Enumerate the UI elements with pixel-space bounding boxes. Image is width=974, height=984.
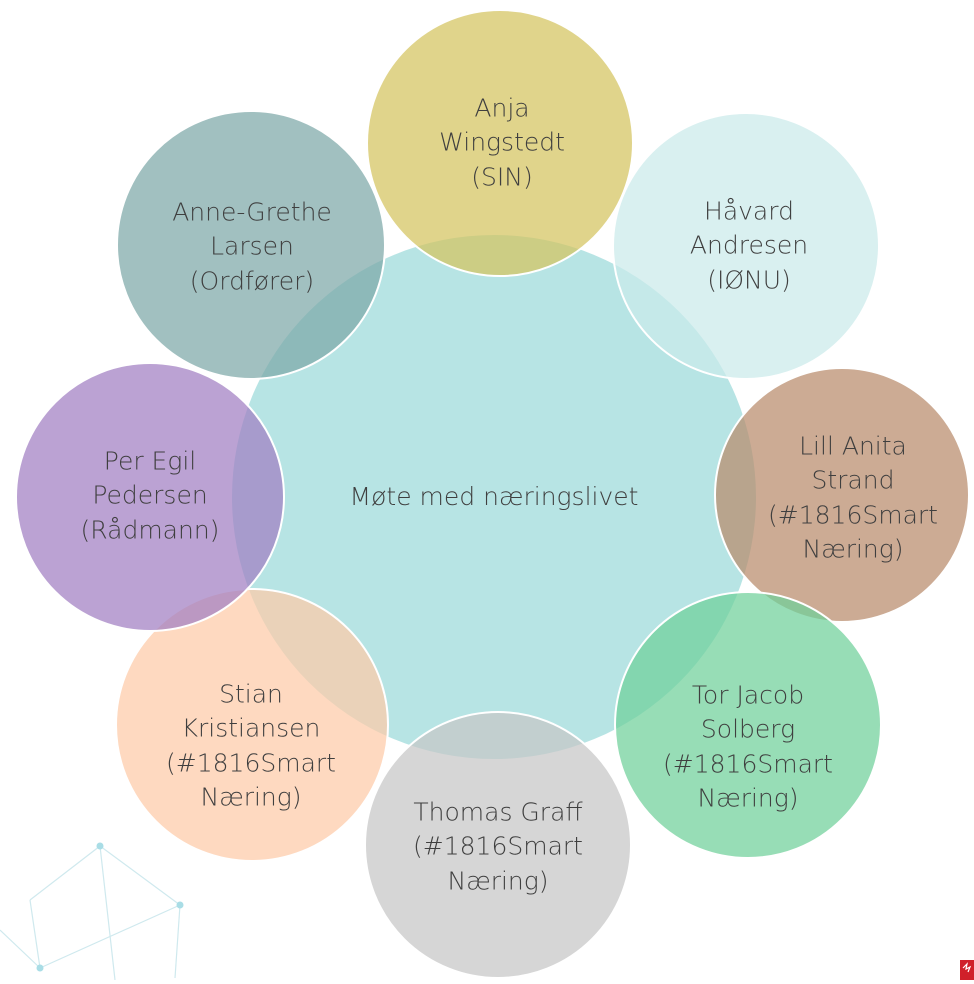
- participant-label-line: (IØNU): [707, 265, 791, 295]
- participant-label-line: Næring): [200, 782, 302, 812]
- participant-label-line: Wingstedt: [439, 127, 565, 157]
- participant-label-line: (#1816Smart: [663, 749, 833, 778]
- red-corner-logo-icon: [960, 960, 974, 980]
- participant-circle-stian: [115, 588, 389, 862]
- participant-label-line: Per Egil: [103, 446, 197, 476]
- participant-label-line: Pedersen: [92, 480, 208, 510]
- participant-label-line: Thomas Graff: [413, 797, 583, 827]
- participant-label-line: (#1816Smart: [166, 748, 336, 777]
- participant-label-line: (Rådmann): [80, 515, 220, 545]
- participant-circle-havard: [612, 112, 880, 380]
- participant-label-line: Næring): [802, 534, 904, 564]
- participant-label-line: Næring): [447, 866, 549, 896]
- participant-label-line: (Ordfører): [189, 266, 315, 296]
- participant-label-line: Strand: [811, 465, 895, 495]
- center-circle: [232, 235, 756, 759]
- participant-circle-per: [15, 362, 285, 632]
- participant-label-line: Næring): [697, 783, 799, 813]
- participant-label-line: Larsen: [210, 231, 294, 261]
- participant-label-line: Solberg: [700, 714, 796, 744]
- participant-label-line: Lill Anita: [799, 431, 907, 461]
- participant-label-line: (#1816Smart: [768, 500, 938, 529]
- participant-circle-tor: [614, 591, 882, 859]
- participant-label-line: Stian: [219, 679, 283, 709]
- participant-label-line: Kristiansen: [181, 713, 321, 743]
- participant-label-line: (#1816Smart: [413, 831, 583, 861]
- participant-circle-thomas: [364, 711, 632, 979]
- center-label: Møte med næringslivet: [350, 480, 639, 514]
- participant-circle-anne: [116, 110, 386, 380]
- participant-label-line: (SIN): [471, 162, 533, 192]
- participant-label-line: Håvard: [704, 196, 794, 226]
- center-label-text: Møte med næringslivet: [349, 481, 639, 511]
- participant-label-line: Anne-Grethe: [172, 197, 332, 227]
- participant-circle-anja: [366, 9, 634, 277]
- participant-label-line: Anja: [474, 93, 530, 123]
- participant-circle-lill: [714, 367, 970, 623]
- participant-label-line: Andresen: [689, 230, 809, 260]
- participant-label-line: Tor Jacob: [691, 680, 805, 710]
